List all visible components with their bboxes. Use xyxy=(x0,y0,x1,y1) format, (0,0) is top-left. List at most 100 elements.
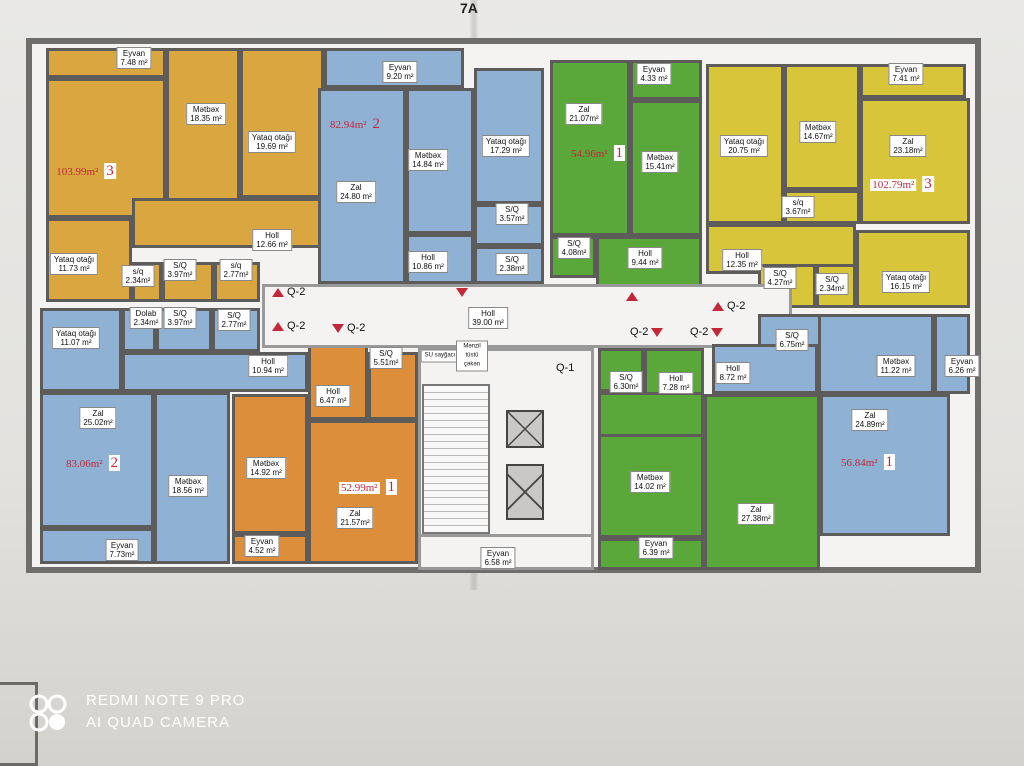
smoke-extract-label: Mənzil tüstü çəkən xyxy=(456,340,488,372)
room-area: 6.26 m² xyxy=(948,366,976,375)
room-name: Zal xyxy=(349,509,361,518)
room-area: 25.02m² xyxy=(83,418,113,427)
room xyxy=(308,344,368,420)
room-area: 7.48 m² xyxy=(120,58,148,67)
room-name: Mətbəx xyxy=(192,105,220,114)
room-name: Yataq otağı xyxy=(485,137,527,146)
room-name: Mətbəx xyxy=(636,473,664,482)
room-area: 3.97m² xyxy=(167,318,193,327)
room-area: 2.77m² xyxy=(223,270,249,279)
room-area: 4.52 m² xyxy=(248,546,276,555)
q2-marker: Q-2 xyxy=(332,322,365,334)
room-name: S/Q xyxy=(785,331,799,340)
room-name: Holl xyxy=(421,253,435,262)
room-area: 6.30m² xyxy=(613,382,639,391)
apartment-number: 2 xyxy=(372,116,381,132)
room-name: Holl xyxy=(669,374,683,383)
room-name: Yataq otağı xyxy=(885,273,927,282)
room-area: 11.73 m² xyxy=(58,264,90,273)
room-name: Mətbəx xyxy=(646,153,674,162)
room-name: Holl xyxy=(481,309,495,318)
q2-marker: Q-2 xyxy=(630,326,666,338)
room-area: 12.66 m² xyxy=(256,240,288,249)
q2-marker: Q-2 xyxy=(712,300,745,312)
room-area: 9.20 m² xyxy=(386,72,414,81)
room-area: 15.41m² xyxy=(645,162,675,171)
room xyxy=(784,190,860,224)
room-name: Eyvan xyxy=(894,65,918,74)
apartment-stamp: 52.99m² 1 xyxy=(338,478,398,496)
camera-lens-icon xyxy=(29,694,67,732)
room xyxy=(856,230,970,308)
room-area: 39.00 m² xyxy=(472,318,504,327)
room-name: S/Q xyxy=(505,255,519,264)
room-name: Mətbəx xyxy=(252,459,280,468)
room-name: Yataq otağı xyxy=(723,137,765,146)
room-name: Mətbəx xyxy=(414,151,442,160)
room-name: Holl xyxy=(261,357,275,366)
room xyxy=(934,314,970,394)
room-name: Yataq otağı xyxy=(53,255,95,264)
apartment-area: 52.99m² xyxy=(338,482,380,494)
room-area: 10.86 m² xyxy=(412,262,444,271)
room-name: Eyvan xyxy=(644,539,668,548)
apartment-area: 82.94m² xyxy=(329,119,367,131)
room-name: s/q xyxy=(230,261,242,270)
room-area: 18.56 m² xyxy=(172,486,204,495)
elevator xyxy=(506,410,544,448)
room-name: Eyvan xyxy=(486,549,510,558)
room xyxy=(166,48,240,218)
room xyxy=(132,198,324,248)
room-name: Zal xyxy=(902,137,914,146)
room-area: 9.44 m² xyxy=(631,258,659,267)
room-name: Eyvan xyxy=(110,541,134,550)
room-area: 6.39 m² xyxy=(642,548,670,557)
room-name: Zal xyxy=(864,411,876,420)
apartment-number: 1 xyxy=(385,479,398,495)
down-arrow-icon xyxy=(651,327,664,337)
down-arrow-marker xyxy=(456,286,471,298)
room-name: Eyvan xyxy=(388,63,412,72)
room-name: Holl xyxy=(326,387,340,396)
room xyxy=(860,98,970,224)
down-arrow-icon xyxy=(456,287,468,297)
room xyxy=(818,314,934,394)
watermark-line-2: AI QUAD CAMERA xyxy=(86,714,231,731)
room-area: 14.92 m² xyxy=(250,468,282,477)
room-area: 21.57m² xyxy=(340,518,370,527)
apartment-number: 1 xyxy=(613,145,626,161)
room-name: Mətbəx xyxy=(804,123,832,132)
room-area: 21.07m² xyxy=(569,114,599,123)
room-name: Eyvan xyxy=(122,49,146,58)
room-area: 14.67m² xyxy=(803,132,833,141)
up-arrow-icon xyxy=(712,301,724,311)
room-area: 23.18m² xyxy=(893,146,923,155)
room-area: 11.22 m² xyxy=(880,366,912,375)
apartment-number: 3 xyxy=(104,163,116,179)
room-name: Zal xyxy=(92,409,104,418)
room-name: Yataq otağı xyxy=(251,133,293,142)
